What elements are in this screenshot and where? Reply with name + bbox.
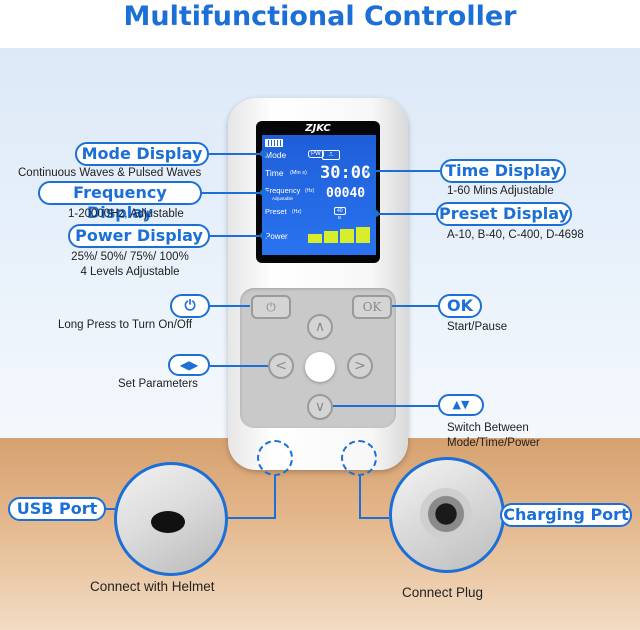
lcd-time-value: 30:00: [320, 163, 372, 183]
lcd-frequency-label: Frequency: [265, 186, 301, 195]
preset-display-desc: A-10, B-40, C-400, D-4698: [447, 229, 584, 241]
lcd-display: Mode PW ⎍ Time (Min s) 30:00 Frequency (…: [262, 135, 376, 255]
ok-connector: [392, 305, 438, 307]
frequency-connector: [202, 192, 264, 194]
device-down-key[interactable]: ∨: [307, 394, 333, 420]
preset-display-label: Preset Display: [436, 202, 572, 226]
usb-port-marker: [257, 440, 293, 476]
charging-connector-h: [359, 517, 389, 519]
charging-desc: Connect Plug: [402, 585, 484, 600]
pulse-wave-icon: ⎍: [322, 150, 340, 160]
ok-label: OK: [438, 294, 482, 318]
charging-port-zoom: [389, 457, 505, 573]
device-center-key[interactable]: [305, 352, 335, 382]
mode-display-desc: Continuous Waves & Pulsed Waves: [18, 167, 202, 179]
device-ok-key[interactable]: OK: [352, 295, 392, 319]
up-down-arrows-icon: ▲▼: [452, 398, 470, 411]
power-icon: ⏻: [184, 298, 196, 314]
time-connector-dot: [368, 167, 375, 174]
brand-logo: ZJKC: [305, 123, 331, 134]
page-title: Multifunctional Controller: [123, 1, 517, 32]
time-connector: [372, 170, 440, 172]
lcd-preset-label: Preset: [265, 207, 287, 216]
lcd-frequency-unit: (Hz): [305, 188, 315, 194]
device-right-key[interactable]: >: [347, 353, 373, 379]
chevron-down-icon: ∨: [314, 399, 326, 415]
power-button-connector: [210, 305, 250, 307]
switch-connector: [333, 405, 438, 407]
wood-background: [0, 438, 640, 630]
power-display-label: Power Display: [68, 224, 210, 248]
usb-port-hole: [151, 511, 185, 533]
chevron-up-icon: ∧: [314, 319, 326, 335]
usb-desc: Connect with Helmet: [90, 579, 215, 594]
charging-port-marker: [341, 440, 377, 476]
left-right-arrows-icon: ◀▶: [179, 358, 199, 372]
power-display-desc-1: 25%/ 50%/ 75%/ 100%: [71, 251, 189, 263]
set-params-desc: Set Parameters: [118, 378, 198, 390]
usb-port-label: USB Port: [8, 497, 106, 521]
device-left-key[interactable]: <: [268, 353, 294, 379]
lcd-frequency-sub: Adjustable: [272, 196, 294, 201]
frequency-connector-dot: [260, 189, 267, 196]
switch-desc-2: Mode/Time/Power: [447, 437, 540, 449]
ok-desc: Start/Pause: [447, 321, 508, 333]
chevron-left-icon: <: [275, 358, 287, 374]
preset-connector-dot: [372, 210, 379, 217]
time-display-desc: 1-60 Mins Adjustable: [447, 185, 554, 197]
mode-connector-dot: [260, 150, 267, 157]
time-display-label: Time Display: [440, 159, 566, 183]
switch-desc-1: Switch Between: [447, 422, 529, 434]
power-bar-segment: [324, 231, 338, 243]
power-bar-segment: [308, 234, 322, 243]
lcd-power-label: Power: [265, 232, 288, 241]
power-connector-dot: [260, 232, 267, 239]
lcd-frequency-value: 00040: [326, 186, 366, 201]
usb-label-connector: [106, 508, 116, 510]
lcd-preset-badge: 40: [334, 207, 346, 215]
device-up-key[interactable]: ∧: [307, 314, 333, 340]
device-power-key[interactable]: ⏻: [251, 295, 291, 319]
switch-label: ▲▼: [438, 394, 484, 416]
mode-display-label: Mode Display: [75, 142, 209, 166]
charging-port-ring: [420, 488, 472, 540]
lcd-power-bar: [308, 227, 372, 243]
lcd-time-unit: (Min s): [290, 170, 307, 176]
usb-connector-v: [274, 476, 276, 518]
power-bar-segment: [356, 227, 370, 243]
power-button-desc: Long Press to Turn On/Off: [58, 319, 193, 331]
set-params-label: ◀▶: [168, 354, 210, 376]
charging-connector-v: [359, 476, 361, 518]
frequency-display-label: Frequency Display: [38, 181, 202, 222]
frequency-display-desc: 1-20000Hz, Adjustable: [68, 208, 184, 220]
lcd-mode-label: Mode: [265, 150, 287, 160]
power-display-desc-2: 4 Levels Adjustable: [80, 266, 180, 278]
preset-connector: [376, 213, 436, 215]
battery-icon: [265, 139, 283, 147]
power-button-label: ⏻: [170, 294, 210, 318]
power-icon: ⏻: [266, 300, 276, 314]
lcd-preset-sub: B: [338, 215, 342, 220]
lcd-time-label: Time: [265, 168, 284, 178]
usb-connector-h: [228, 517, 276, 519]
charging-port-label: Charging Port: [500, 503, 632, 527]
lcd-wave-badge: PW: [308, 150, 324, 158]
chevron-right-icon: >: [354, 358, 366, 374]
lcd-preset-unit: (Hz): [292, 209, 302, 215]
power-connector: [210, 235, 264, 237]
power-bar-segment: [340, 229, 354, 243]
set-params-connector: [210, 365, 268, 367]
mode-connector: [209, 153, 264, 155]
usb-port-zoom: [114, 462, 228, 576]
